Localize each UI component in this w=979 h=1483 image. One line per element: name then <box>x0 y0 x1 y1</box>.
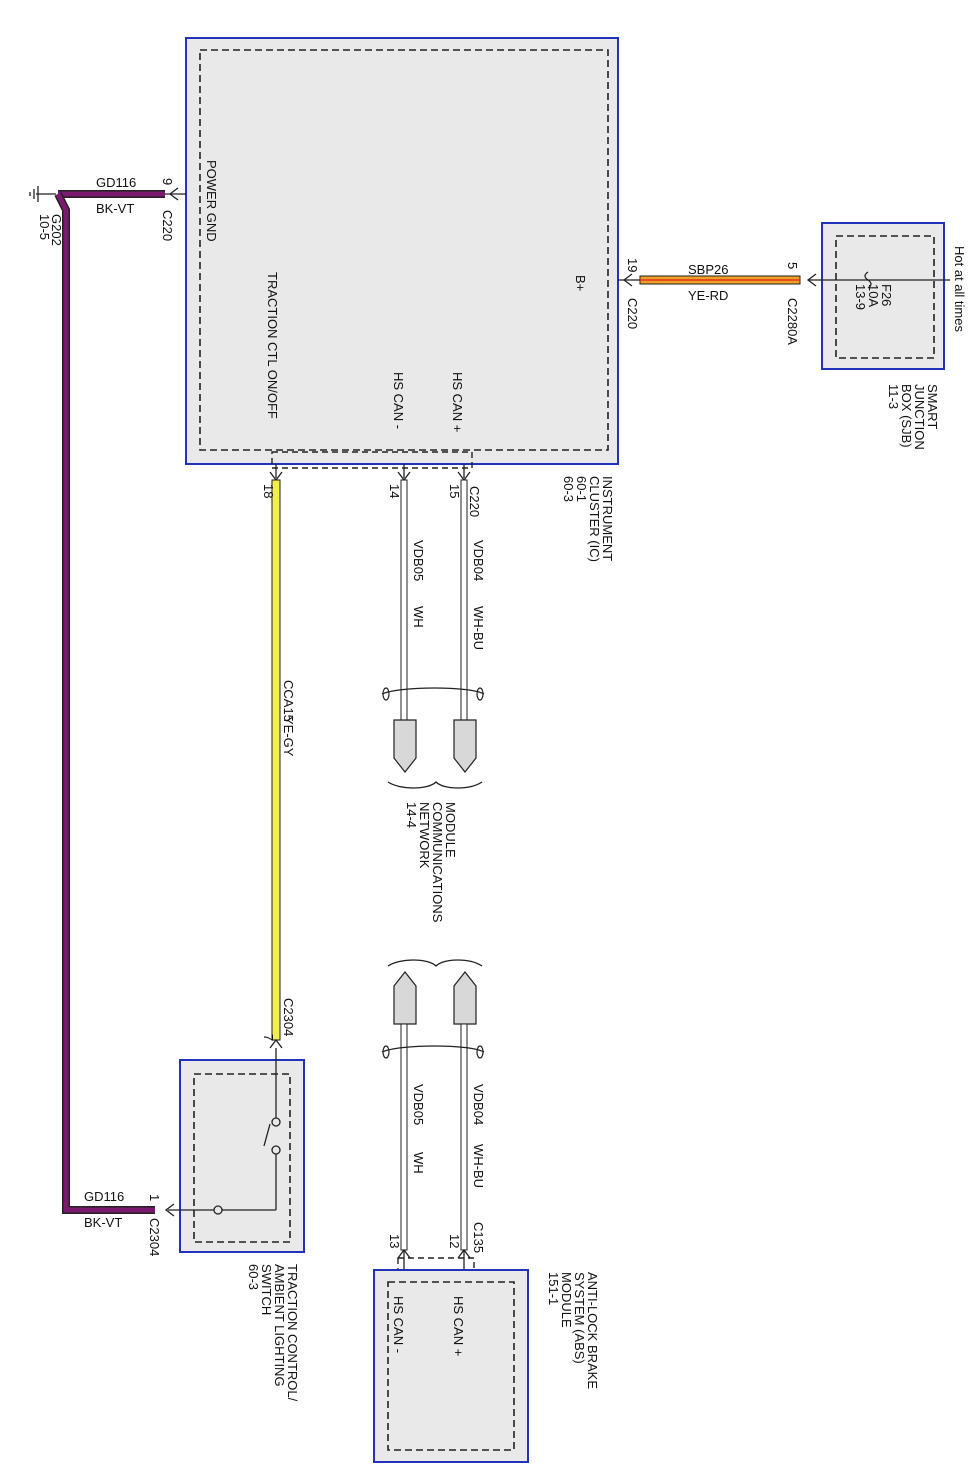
pin-9: 9 <box>160 178 175 185</box>
sbp26-color: YE-RD <box>688 288 728 303</box>
vdb04-name-top: VDB04 <box>471 540 486 581</box>
pin-14: 14 <box>387 484 402 498</box>
pin-label-bplus: B+ <box>573 275 588 291</box>
c220-connector-can: C220 <box>467 486 482 517</box>
tcs-label-4: 60-3 <box>246 1264 261 1290</box>
pin-19: 19 <box>625 258 640 272</box>
abs-label: ANTI-LOCK BRAKE SYSTEM (ABS) MODULE 151-… <box>546 1272 600 1389</box>
tcs-label-1: TRACTION CONTROL/ <box>285 1264 300 1402</box>
sjb-label-1: SMART <box>925 384 940 429</box>
ground-ref: 10-5 <box>37 214 52 240</box>
tcs-label-3: SWITCH <box>259 1264 274 1315</box>
pin-1: 1 <box>147 1194 162 1201</box>
c220-connector-gnd: C220 <box>160 210 175 241</box>
vdb05-name-bottom: VDB05 <box>411 1084 426 1125</box>
tcs-gnd-arrow-icon <box>164 1203 175 1217</box>
ic-label-2: CLUSTER (IC) <box>587 476 602 562</box>
sjb-label-3: BOX (SJB) <box>899 384 914 448</box>
sjb-label-2: JUNCTION <box>912 384 927 450</box>
ground-symbol-icon <box>29 186 39 202</box>
tcs-arrow-icon <box>269 1038 283 1049</box>
abs-inner <box>387 1281 515 1451</box>
pin-18: 18 <box>261 484 276 498</box>
abs-pin-hs-can-plus: HS CAN + <box>451 1296 466 1356</box>
switch-icon <box>168 1048 281 1215</box>
tcs-box <box>179 1059 305 1253</box>
ic-label-3: 60-1 <box>574 476 589 502</box>
abs-label-2: SYSTEM (ABS) <box>572 1272 587 1364</box>
vdb04-name-bottom: VDB04 <box>471 1084 486 1125</box>
pin-label-power-gnd: POWER GND <box>204 160 219 242</box>
wire-gd116-outline <box>54 192 155 1214</box>
c2280a-connector: C2280A <box>785 298 800 345</box>
can-wires-top <box>381 464 485 789</box>
sjb-box <box>821 222 945 370</box>
abs-label-4: 151-1 <box>546 1272 561 1305</box>
pin-label-hs-can-plus: HS CAN + <box>450 372 465 432</box>
network-label: MODULE COMMUNICATIONS NETWORK 14-4 <box>404 802 458 923</box>
network-label-1: MODULE <box>443 802 458 858</box>
fuse-icon <box>864 271 872 289</box>
abs-box <box>373 1269 529 1463</box>
network-label-2: COMMUNICATIONS <box>430 802 445 923</box>
vdb05-color-bottom: WH <box>411 1152 426 1174</box>
c2304-connector-top: C2304 <box>281 998 296 1036</box>
pin-label-hs-can-minus: HS CAN - <box>391 372 406 429</box>
c220-connector-bplus: C220 <box>625 298 640 329</box>
hot-at-all-times: Hot at all times <box>952 246 967 332</box>
pin-13: 13 <box>387 1234 402 1248</box>
pin-12: 12 <box>447 1234 462 1248</box>
ground-name: G202 <box>49 214 64 246</box>
c135-connector-strip <box>397 1257 475 1271</box>
pin-15: 15 <box>447 484 462 498</box>
fuse-rating: 10A <box>866 284 881 307</box>
gd116-name-top: GD116 <box>96 175 136 190</box>
instrument-cluster-inner <box>199 49 609 451</box>
fuse-name: F26 <box>879 284 894 306</box>
gd116-color-top: BK-VT <box>96 201 134 216</box>
network-label-3: NETWORK <box>417 802 432 869</box>
tcs-label: TRACTION CONTROL/ AMBIENT LIGHTING SWITC… <box>246 1264 300 1402</box>
wire-cca15 <box>271 479 281 1041</box>
pin-7: 7 <box>261 1034 276 1041</box>
ic-label-1: INSTRUMENT <box>600 476 615 561</box>
c220-connector-strip <box>271 451 473 469</box>
abs-pin-hs-can-minus: HS CAN - <box>391 1296 406 1353</box>
ic-bplus-arrow-icon <box>622 273 633 287</box>
instrument-cluster-label: INSTRUMENT CLUSTER (IC) 60-1 60-3 <box>561 476 615 562</box>
gd116-name-bottom: GD116 <box>84 1189 124 1204</box>
abs-label-1: ANTI-LOCK BRAKE <box>585 1272 600 1389</box>
cca15-color: YE-GY <box>281 716 296 757</box>
vdb05-name-top: VDB05 <box>411 540 426 581</box>
network-label-4: 14-4 <box>404 802 419 828</box>
fuse-ref: 13-9 <box>853 284 868 310</box>
vdb05-color-top: WH <box>411 606 426 628</box>
cca15-name: CCA15 <box>281 680 296 722</box>
c135-connector: C135 <box>471 1222 486 1253</box>
sbp26-name: SBP26 <box>688 262 728 277</box>
abs-label-3: MODULE <box>559 1272 574 1328</box>
vdb04-color-top: WH-BU <box>471 606 486 650</box>
tcs-inner <box>193 1073 291 1243</box>
gd116-color-bottom: BK-VT <box>84 1215 122 1230</box>
pin-5: 5 <box>785 262 800 269</box>
tcs-label-2: AMBIENT LIGHTING <box>272 1264 287 1387</box>
sjb-arrow-icon <box>806 273 817 287</box>
fuse-label: F26 10A 13-9 <box>853 284 894 310</box>
pin-label-traction-ctl: TRACTION CTL ON/OFF <box>265 272 280 419</box>
instrument-cluster-box <box>185 37 619 465</box>
ic-label-4: 60-3 <box>561 476 576 502</box>
sjb-inner <box>835 235 935 359</box>
wire-gd116 <box>55 192 155 1213</box>
can-wires-bottom <box>381 959 485 1270</box>
c2304-connector-bottom: C2304 <box>147 1218 162 1256</box>
sjb-label: SMART JUNCTION BOX (SJB) 11-3 <box>886 384 940 450</box>
sjb-label-4: 11-3 <box>886 384 901 409</box>
vdb04-color-bottom: WH-BU <box>471 1144 486 1188</box>
